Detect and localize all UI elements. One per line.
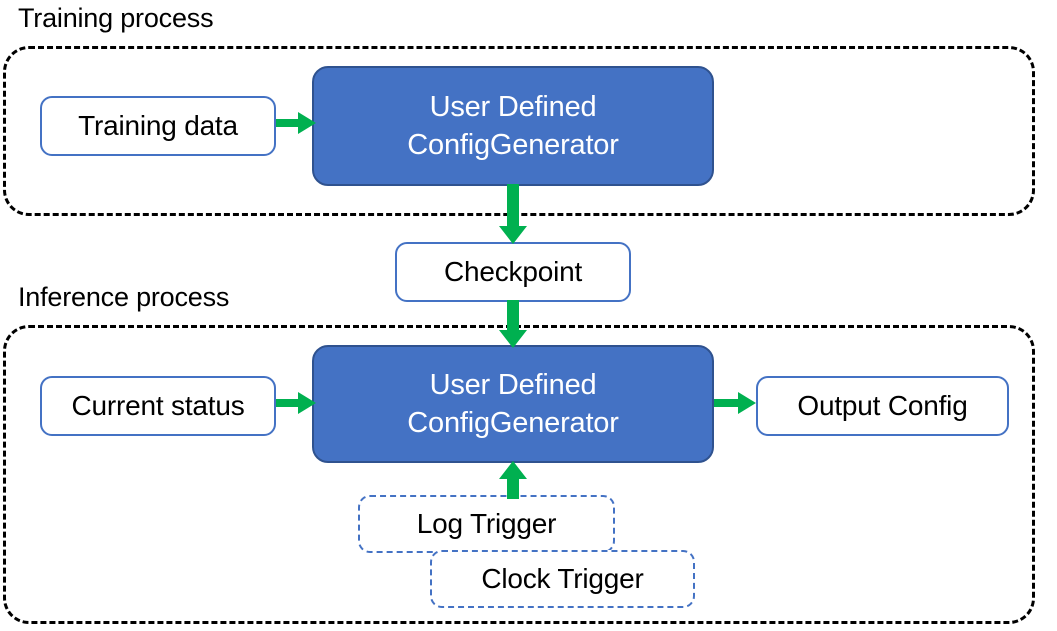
node-user-defined-configgenerator-inference[interactable]: User Defined ConfigGenerator — [312, 345, 714, 463]
arrow-up-icon-triggers-to-generator — [499, 461, 527, 499]
node-log-trigger[interactable]: Log Trigger — [358, 495, 615, 553]
node-output-config[interactable]: Output Config — [756, 376, 1009, 436]
node-generator-training-line2: ConfigGenerator — [407, 129, 619, 161]
arrow-down-icon-generator-to-checkpoint — [499, 184, 527, 244]
node-generator-inference-line2: ConfigGenerator — [407, 407, 619, 439]
arrow-right-icon-current-status-to-generator — [276, 392, 316, 414]
node-generator-training-line1: User Defined — [429, 91, 597, 123]
arrow-right-icon-generator-to-output-config — [714, 392, 756, 414]
node-current-status-label: Current status — [71, 390, 245, 421]
arrow-down-icon-checkpoint-to-generator — [499, 300, 527, 348]
node-generator-inference-line1: User Defined — [429, 369, 597, 401]
node-checkpoint-label: Checkpoint — [443, 256, 583, 287]
training-process-label: Training process — [18, 3, 214, 33]
node-output-config-label: Output Config — [797, 390, 968, 421]
arrow-right-icon-training-data-to-generator — [276, 112, 316, 134]
node-checkpoint[interactable]: Checkpoint — [395, 242, 631, 302]
node-log-trigger-label: Log Trigger — [416, 508, 557, 539]
node-clock-trigger[interactable]: Clock Trigger — [430, 550, 695, 608]
node-current-status[interactable]: Current status — [40, 376, 276, 436]
node-training-data-label: Training data — [78, 110, 238, 141]
node-training-data[interactable]: Training data — [40, 96, 276, 156]
inference-process-label: Inference process — [18, 282, 230, 312]
node-user-defined-configgenerator-training[interactable]: User Defined ConfigGenerator — [312, 66, 714, 186]
node-clock-trigger-label: Clock Trigger — [481, 563, 644, 594]
